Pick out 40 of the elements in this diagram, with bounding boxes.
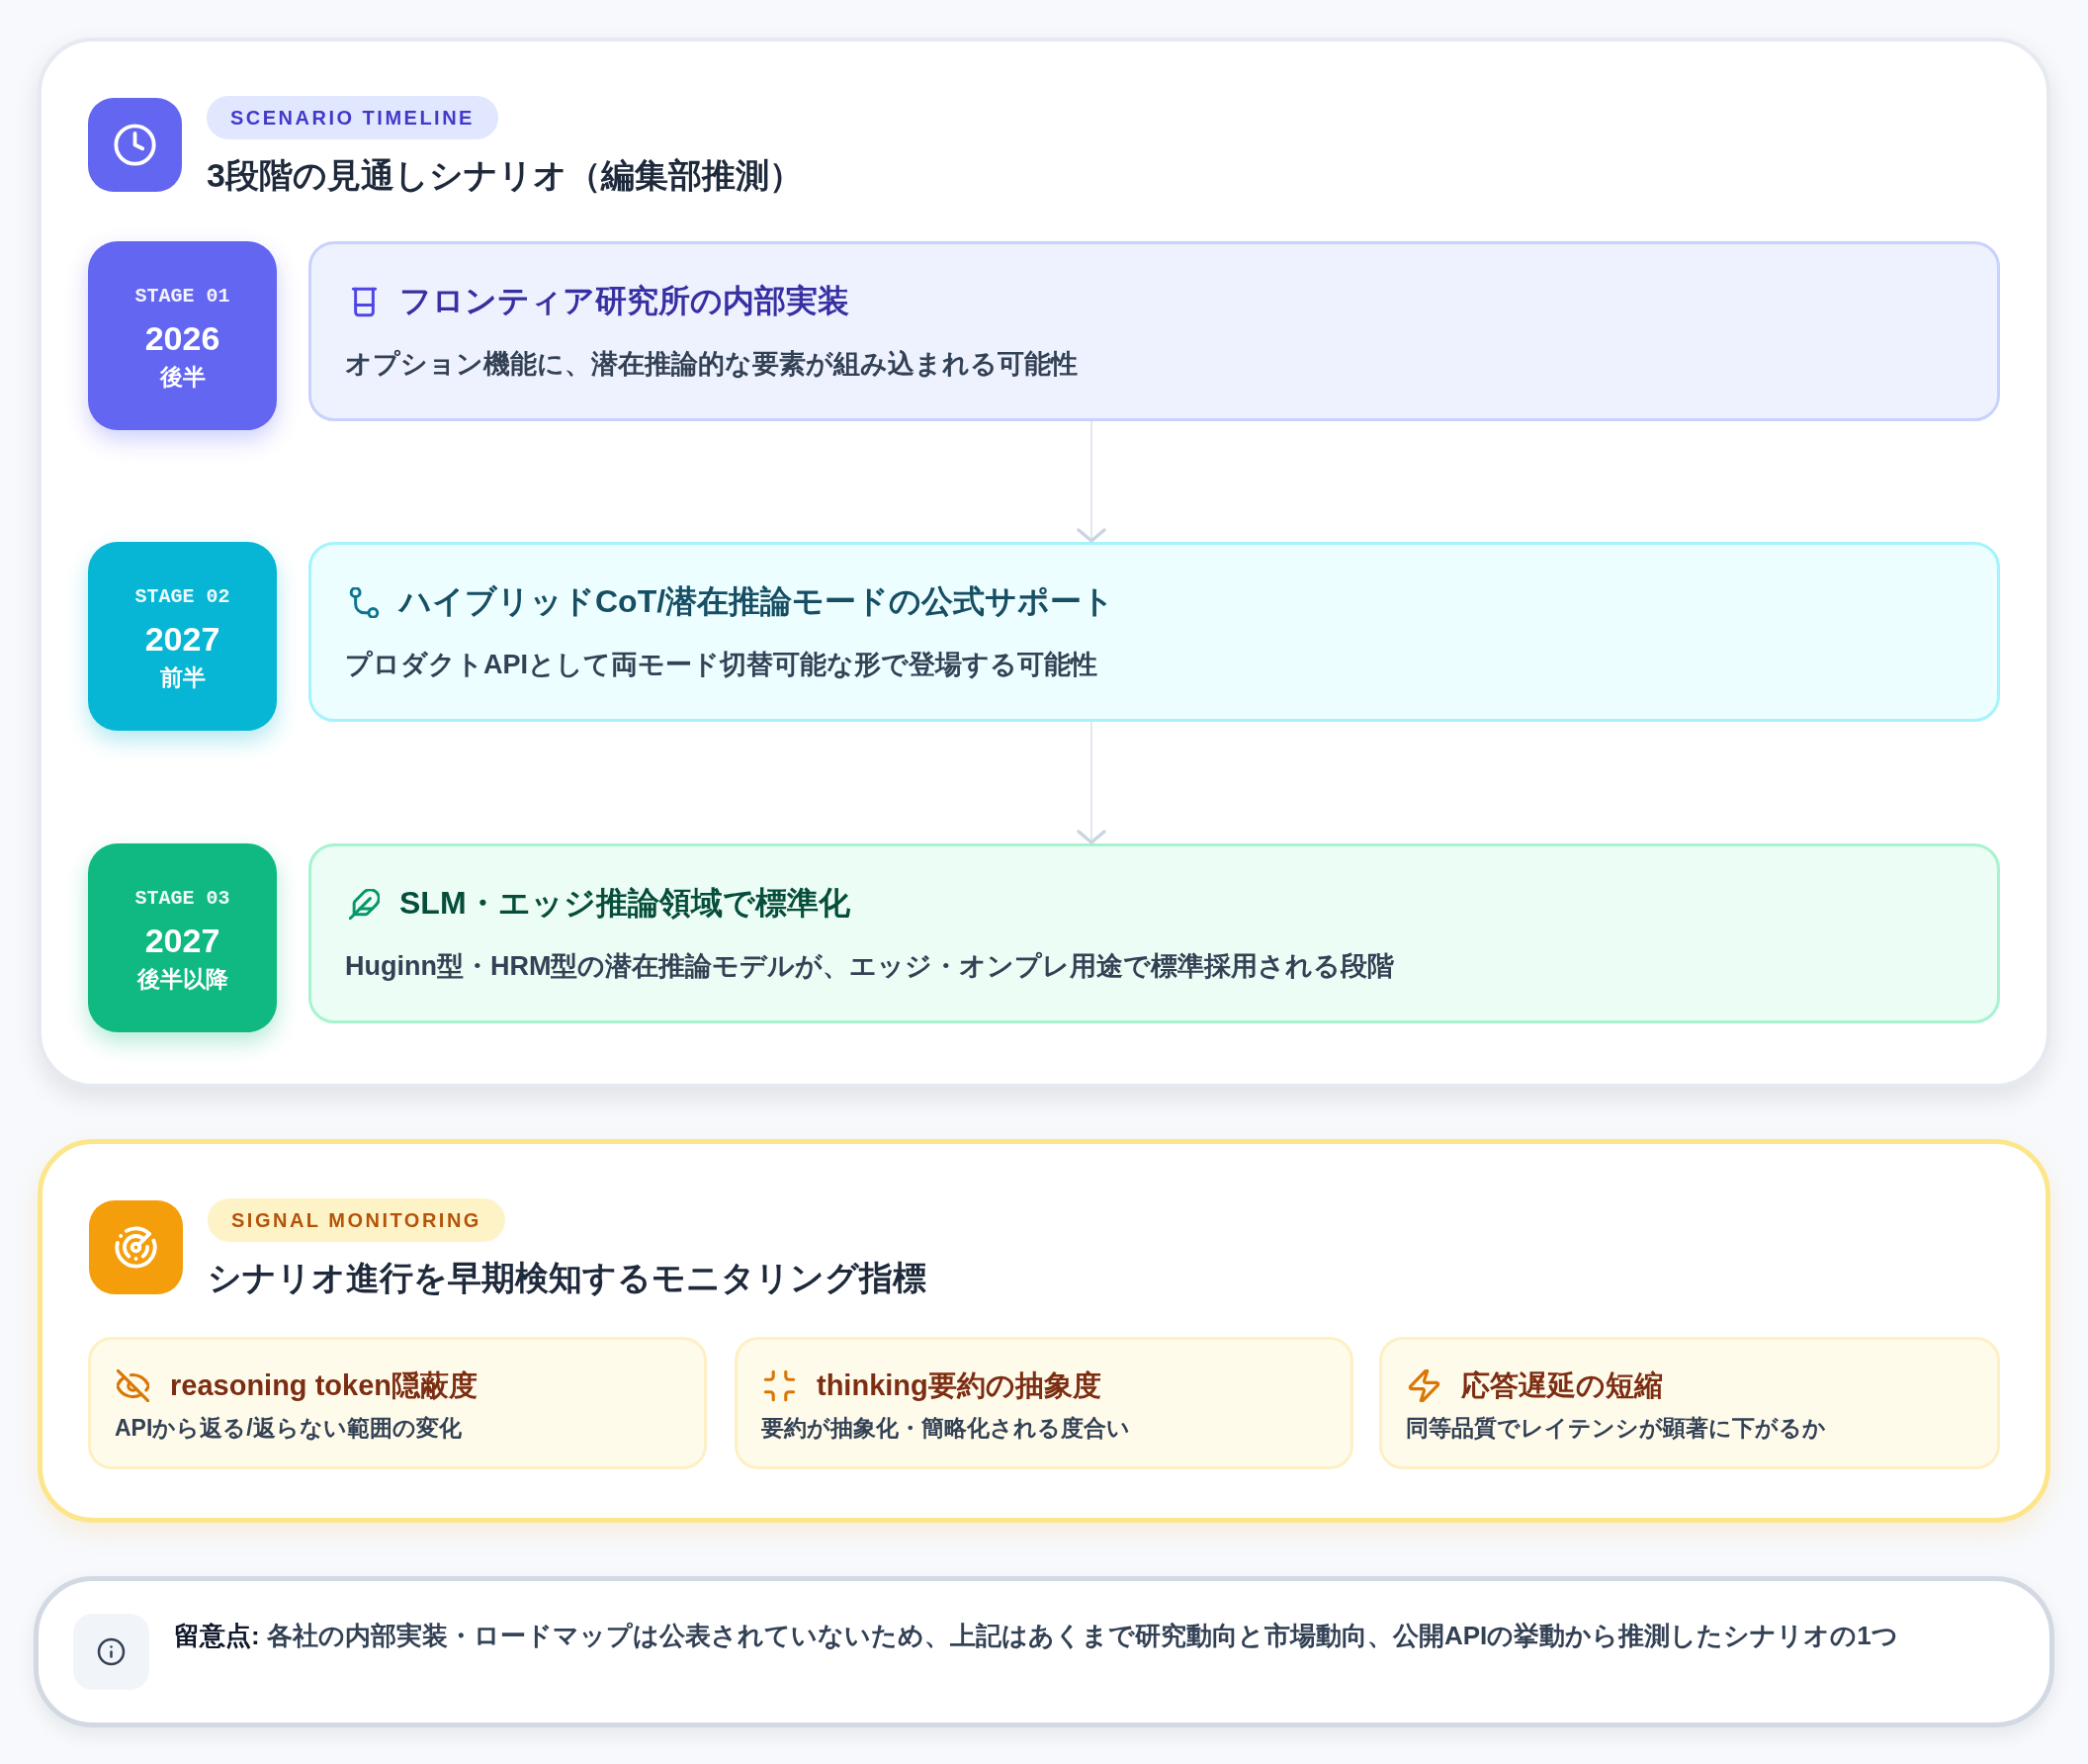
stage-label: STAGE 01 bbox=[134, 285, 230, 309]
monitoring-panel bbox=[38, 1139, 2050, 1523]
signal-text: APIから返る/返らない範囲の変化 bbox=[115, 1414, 463, 1443]
signal-title: 応答遅延の短縮 bbox=[1461, 1368, 1663, 1403]
section-tag: SCENARIO TIMELINE bbox=[207, 96, 498, 139]
stage-period: 後半 bbox=[159, 363, 206, 391]
signal-card bbox=[1379, 1337, 2000, 1469]
scenario-card bbox=[308, 843, 2000, 1023]
timeline-panel bbox=[38, 38, 2050, 1088]
signal-title: reasoning token隠蔽度 bbox=[170, 1368, 478, 1403]
signal-title: thinking要約の抽象度 bbox=[817, 1368, 1101, 1403]
stage-label: STAGE 02 bbox=[134, 585, 230, 609]
stage-period: 後半以降 bbox=[136, 965, 228, 993]
card-title: フロンティア研究所の内部実装 bbox=[399, 282, 849, 320]
card-text: Huginn型・HRM型の潜在推論モデルが、エッジ・オンプレ用途で標準採用される段階 bbox=[345, 950, 1396, 983]
stage-year: 2026 bbox=[144, 318, 220, 358]
card-text: オプション機能に、潜在推論的な要素が組み込まれる可能性 bbox=[345, 348, 1079, 381]
signal-text: 同等品質でレイテンシが顕著に下がるか bbox=[1406, 1414, 1827, 1443]
section-title: 3段階の見通しシナリオ（編集部推測） bbox=[207, 155, 803, 196]
scenario-card bbox=[308, 542, 2000, 722]
stage-tile bbox=[88, 542, 277, 731]
scenario-card bbox=[308, 241, 2000, 421]
stage-year: 2027 bbox=[144, 921, 220, 960]
connector-arrow bbox=[1077, 420, 1106, 543]
signal-text: 要約が抽象化・簡略化される度合い bbox=[761, 1414, 1131, 1443]
note-text: 留意点: 各社の内部実装・ロードマップは公表されていないため、上記はあくまで研究動向と市場動向、公開APIの挙動から推測したシナリオの1つ bbox=[174, 1620, 1899, 1652]
card-title: ハイブリッドCoT/潜在推論モードの公式サポート bbox=[399, 582, 1115, 621]
card-text: プロダクトAPIとして両モード切替可能な形で登場する可能性 bbox=[345, 649, 1098, 681]
section-title: シナリオ進行を早期検知するモニタリング指標 bbox=[208, 1258, 926, 1298]
stage-tile bbox=[88, 241, 277, 430]
section-tag: SIGNAL MONITORING bbox=[208, 1198, 505, 1242]
signal-card bbox=[88, 1337, 707, 1469]
card-title: SLM・エッジ推論領域で標準化 bbox=[399, 884, 850, 923]
stage-label: STAGE 03 bbox=[134, 887, 230, 911]
stage-year: 2027 bbox=[144, 619, 220, 659]
note-panel bbox=[34, 1576, 2054, 1727]
signal-card bbox=[735, 1337, 1353, 1469]
stage-tile bbox=[88, 843, 277, 1032]
connector-arrow bbox=[1077, 721, 1106, 844]
stage-period: 前半 bbox=[159, 663, 206, 691]
